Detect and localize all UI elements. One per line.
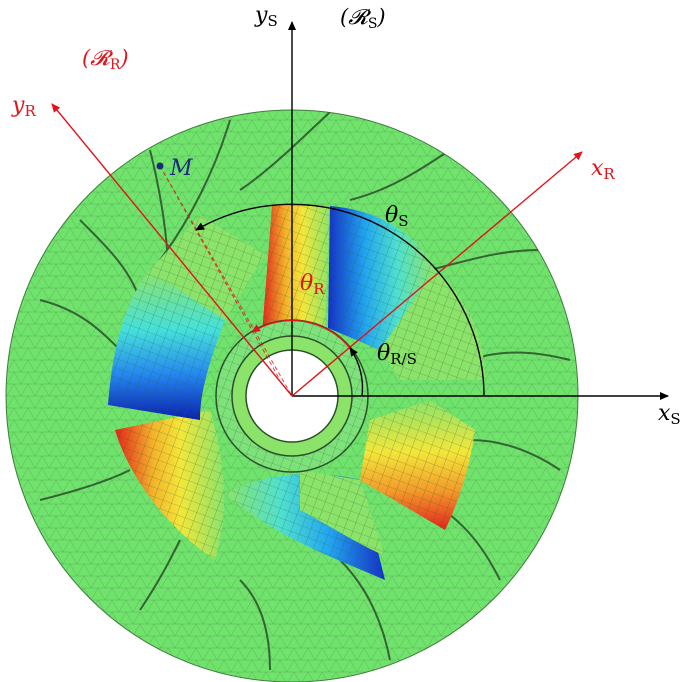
m-guide-lines	[159, 165, 293, 397]
label-frame-s: (𝓡S)	[340, 5, 386, 32]
y-r-axis	[51, 103, 293, 397]
rotor-axes	[51, 103, 583, 397]
label-y-r: yR	[11, 93, 36, 120]
label-y-s: yS	[254, 3, 278, 30]
theta-r-arc	[251, 319, 351, 349]
theta-rs-arc	[349, 347, 364, 397]
label-m: M	[169, 156, 193, 181]
point-m	[156, 162, 164, 170]
x-r-axis	[291, 151, 583, 397]
label-frame-r: (𝓡R)	[82, 46, 129, 73]
impeller-blades	[108, 206, 485, 580]
label-x-r: xR	[591, 156, 615, 183]
stator-axes	[288, 21, 669, 400]
label-x-s: xS	[658, 401, 680, 428]
theta-s-arc	[195, 203, 485, 397]
